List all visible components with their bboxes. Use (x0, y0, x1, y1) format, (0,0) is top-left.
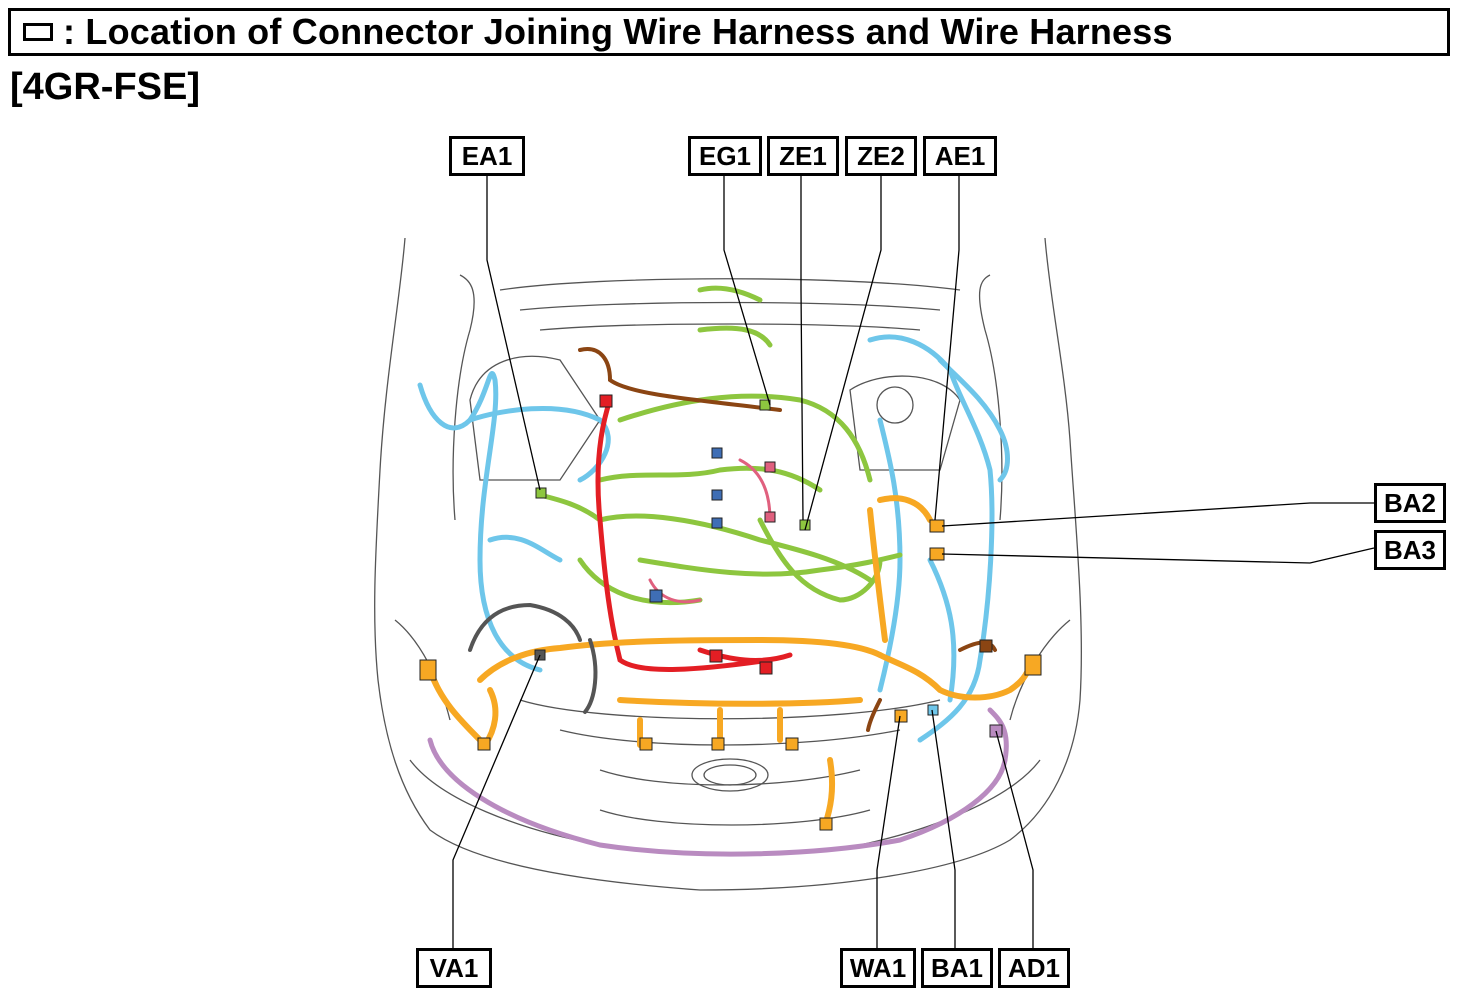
leader-lines (452, 176, 1375, 950)
connector-label-ze2: ZE2 (845, 136, 917, 176)
connector-label-va1: VA1 (416, 948, 492, 988)
connector-label-ad1: AD1 (998, 948, 1070, 988)
purple-wire-harness (427, 707, 1009, 857)
connector-label-ea1: EA1 (449, 136, 525, 176)
connector-label-ba2: BA2 (1374, 483, 1446, 523)
dark-gray-wire-harness (468, 602, 598, 714)
legend-box-icon (23, 23, 53, 41)
red-wire-harness (595, 397, 793, 672)
connector-label-eg1: EG1 (688, 136, 762, 176)
engine-wire-harness-green (537, 285, 903, 606)
connector-label-ba3: BA3 (1374, 530, 1446, 570)
page-title: : Location of Connector Joining Wire Har… (63, 11, 1173, 52)
connector-label-ze1: ZE1 (767, 136, 839, 176)
brown-wire-harness (578, 347, 997, 732)
connector-label-wa1: WA1 (840, 948, 916, 988)
connector-label-ba1: BA1 (921, 948, 993, 988)
engine-code: [4GR-FSE] (10, 66, 200, 108)
pink-wire-harness (648, 458, 772, 604)
title-box: : Location of Connector Joining Wire Har… (8, 8, 1450, 56)
connector-blocks (419, 394, 1042, 831)
connector-label-ae1: AE1 (923, 136, 997, 176)
